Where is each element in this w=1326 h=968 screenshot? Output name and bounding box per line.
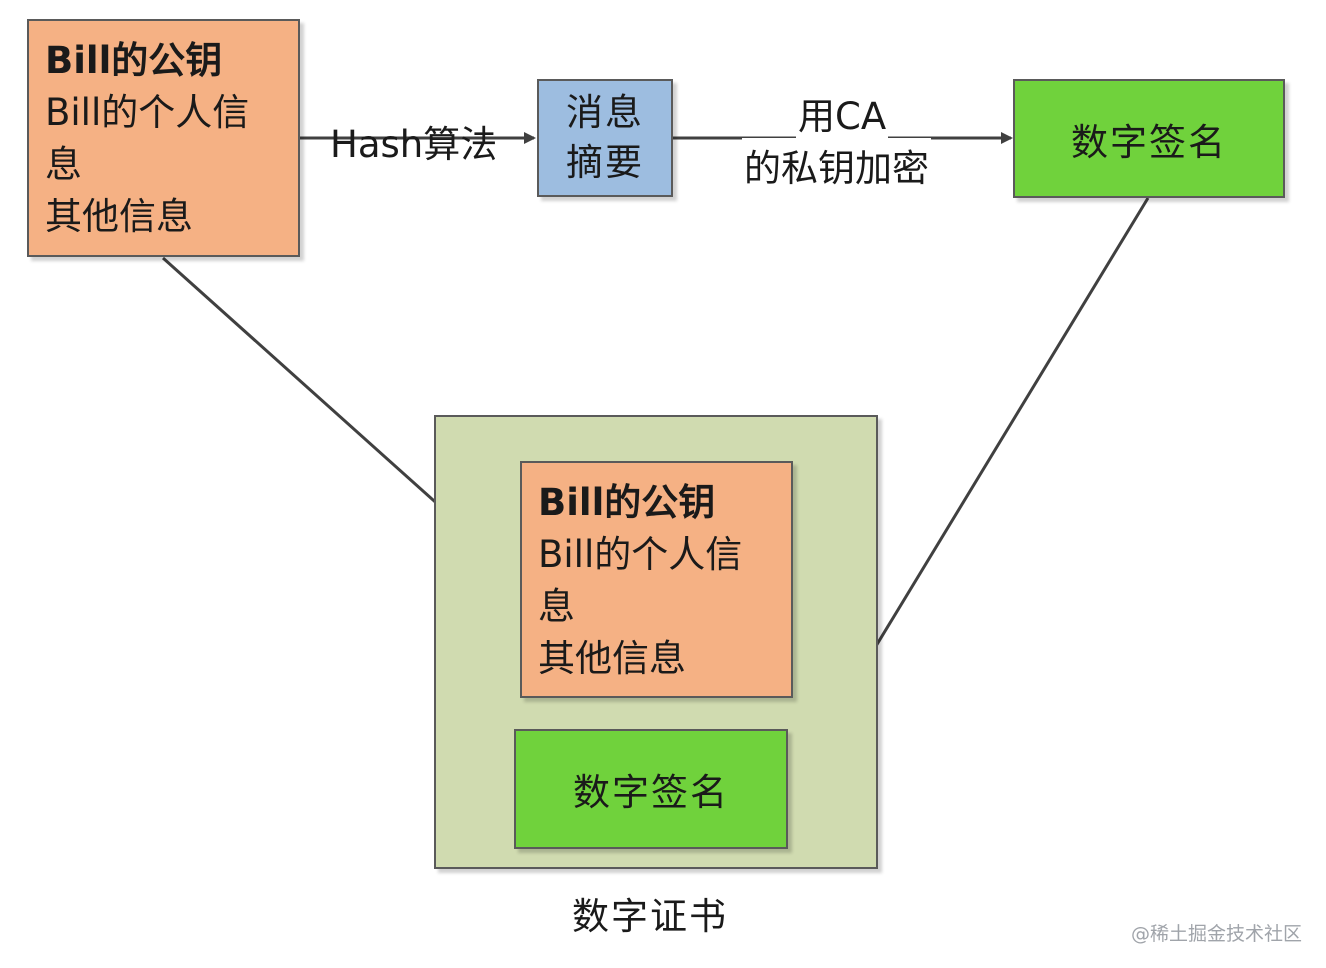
source-other-info-label: 其他信息: [45, 195, 193, 238]
certificate-personal-info-label-cont: 息: [538, 585, 575, 628]
certificate-other-info-label: 其他信息: [538, 637, 686, 680]
source-personal-info-label-cont: 息: [45, 143, 82, 186]
message-digest-line1: 消息: [566, 91, 644, 134]
certificate-caption: 数字证书: [572, 895, 728, 938]
certificate-signature-box: 数字签名: [514, 729, 788, 849]
signature-box: 数字签名: [1013, 79, 1285, 198]
watermark-text: @稀土掘金技术社区: [1130, 923, 1302, 945]
certificate-signature-text: 数字签名: [573, 771, 729, 814]
certificate-personal-info-label: Bill的个人信: [538, 533, 743, 576]
encrypt-label-line2: 的私钥加密: [742, 138, 931, 192]
encrypt-label-line1: 用CA: [796, 86, 889, 140]
message-digest-text: 消息 摘要: [539, 81, 671, 195]
source-info-box: Bill的公钥 Bill的个人信 息 其他信息: [27, 19, 300, 257]
source-info-text: Bill的公钥 Bill的个人信 息 其他信息: [45, 35, 288, 243]
signature-box-text: 数字签名: [1071, 120, 1227, 164]
certificate-info-text: Bill的公钥 Bill的个人信 息 其他信息: [538, 477, 781, 685]
certificate-public-key-label: Bill的公钥: [538, 481, 716, 524]
message-digest-box: 消息 摘要: [537, 79, 673, 197]
certificate-info-box: Bill的公钥 Bill的个人信 息 其他信息: [520, 461, 793, 698]
message-digest-line2: 摘要: [566, 141, 644, 184]
source-personal-info-label: Bill的个人信: [45, 91, 250, 134]
hash-algorithm-label: Hash算法: [330, 123, 498, 166]
source-public-key-label: Bill的公钥: [45, 39, 223, 82]
